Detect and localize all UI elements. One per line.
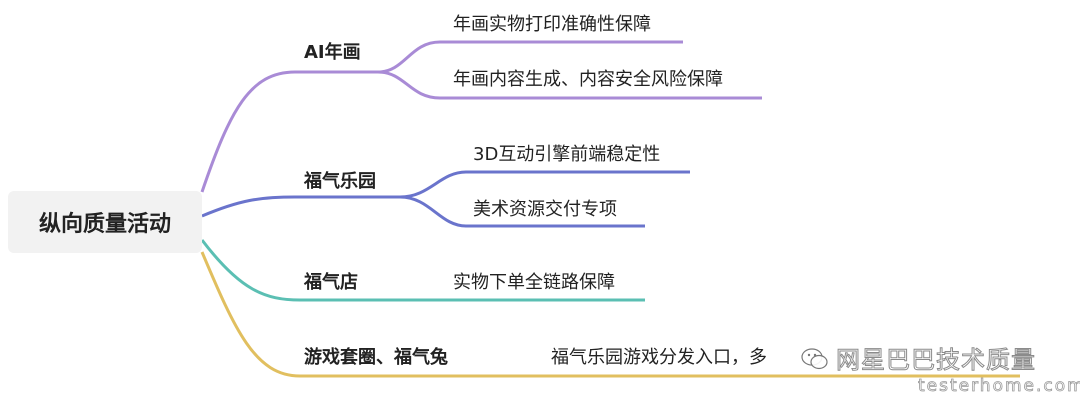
leaf-3d-engine-stability: 3D互动引擎前端稳定性 [473,144,661,165]
connector-ai-leaf-2 [377,70,762,100]
connector-ai-leaf-1 [377,40,683,74]
connector-park-leaf-1 [399,170,690,199]
leaf-ai-print-accuracy: 年画实物打印准确性保障 [453,14,651,35]
connector-root-fuqi-park [201,195,400,218]
connector-root-fuqi-shop [200,239,645,302]
leaf-game-entry: 福气乐园游戏分发入口，多 [551,347,767,368]
leaf-art-delivery: 美术资源交付专项 [473,199,617,220]
root-label: 纵向质量活动 [38,212,171,237]
watermark-title: 网星巴巴技术质量 [836,346,1036,375]
branch-fuqi-shop: 福气店 [304,272,358,293]
leaf-order-chain: 实物下单全链路保障 [453,272,615,293]
connector-park-leaf-2 [399,195,645,228]
leaf-ai-content-safety: 年画内容生成、内容安全风险保障 [453,69,723,90]
branch-game-ring: 游戏套圈、福气兔 [304,347,448,368]
watermark-site: testerhome.com [918,376,1080,397]
connector-root-ai [200,70,378,193]
wechat-icon [801,348,828,370]
branch-ai-nianhua: AI年画 [304,42,361,63]
watermark: 网星巴巴技术质量 testerhome.com [800,338,1080,402]
root-node: 纵向质量活动 [8,191,202,253]
branch-fuqi-park: 福气乐园 [304,171,376,192]
connector-root-game [200,251,1020,378]
